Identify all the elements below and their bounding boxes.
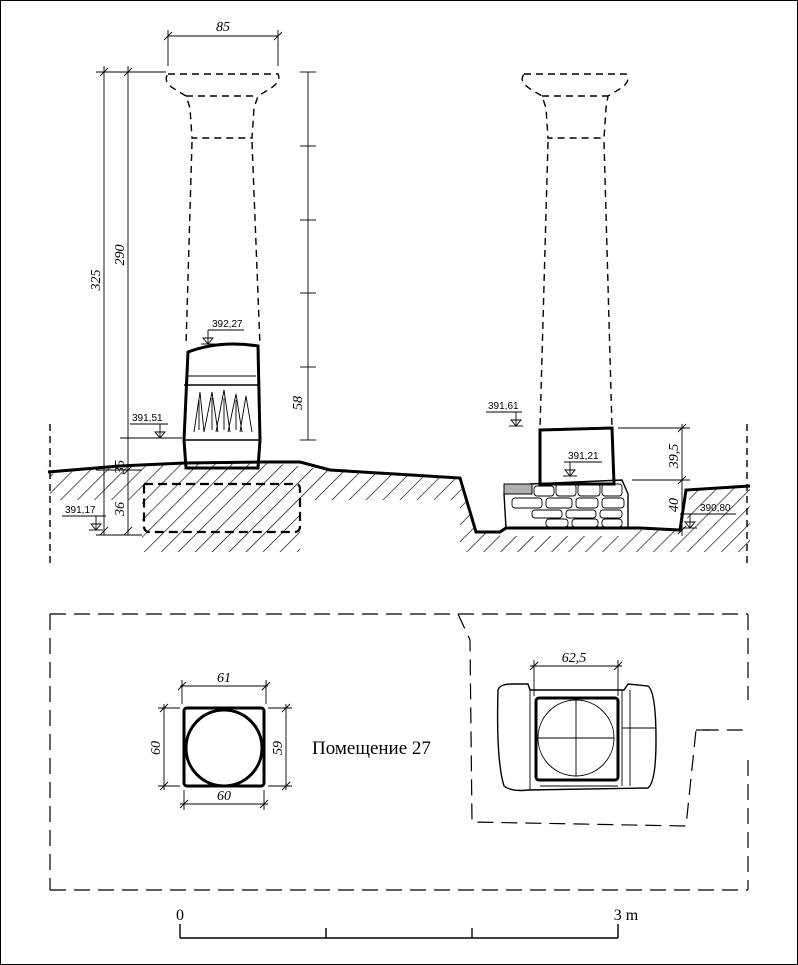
- left-dimensions: 85 325 290 35 36: [89, 20, 316, 536]
- dim-total-height: 325: [89, 270, 104, 292]
- elevation-section: 85 325 290 35 36: [47, 20, 751, 565]
- dim-capital-width: 85: [216, 20, 230, 35]
- dim-right-base-width: 62,5: [562, 651, 587, 666]
- right-base-stones-outline: [496, 683, 657, 792]
- dim-base-height: 35: [113, 460, 128, 475]
- right-shaft-edge: [603, 141, 613, 429]
- dim-right-base-height: 39,5: [667, 444, 682, 470]
- scale-start-label: 0: [176, 907, 184, 924]
- level-right-foundation: 391,21: [568, 451, 599, 462]
- level-right-ground: 390,80: [700, 503, 731, 514]
- left-capital: [165, 73, 280, 139]
- grey-stone: [503, 483, 533, 495]
- plan-section: 61 60 60 59 Помещение 27: [49, 613, 749, 891]
- right-dimensions: 39,5 40: [618, 423, 690, 536]
- level-left-base: 391,51: [132, 413, 163, 424]
- right-base-square: [534, 696, 620, 782]
- level-left-top: 392,27: [212, 319, 243, 330]
- room-outline-inner: [50, 613, 748, 827]
- right-capital: [521, 73, 629, 139]
- dim-fragment-height: 58: [291, 396, 306, 410]
- left-shaft-edge: [251, 141, 261, 347]
- level-left-foundation: 391,17: [65, 505, 96, 516]
- ground-mask: [300, 500, 460, 552]
- left-foundation: [142, 482, 302, 534]
- level-right-base: 391,61: [488, 401, 519, 412]
- dim-left-base-left: 60: [149, 741, 164, 755]
- scale-bar: 0 3 m: [176, 907, 639, 939]
- foundation-stones: [511, 483, 625, 528]
- dim-foundation-depth: 36: [113, 502, 128, 517]
- left-base-plan: 61 60 60 59: [149, 671, 292, 810]
- left-shaft-edge: [185, 141, 193, 347]
- column-right: [503, 73, 629, 529]
- leaf-decoration: [193, 389, 253, 433]
- dim-left-base-bottom: 60: [217, 789, 231, 804]
- dim-right-foundation-height: 40: [667, 498, 682, 512]
- dim-left-base-top: 61: [217, 671, 231, 686]
- right-shaft-edge: [539, 141, 549, 429]
- ground-line: [47, 460, 751, 534]
- right-base-plan: 62,5: [496, 651, 657, 792]
- dim-column-height: 290: [113, 245, 128, 266]
- left-base-circle: [184, 708, 264, 788]
- room-label: Помещение 27: [312, 738, 431, 759]
- column-left: [165, 73, 280, 470]
- scale-end-label: 3 m: [614, 907, 639, 924]
- dim-left-base-right: 59: [271, 741, 286, 755]
- left-column-fragment: [182, 342, 262, 470]
- level-marks: 392,27 391,51 391,17 391,61 391,: [62, 319, 736, 531]
